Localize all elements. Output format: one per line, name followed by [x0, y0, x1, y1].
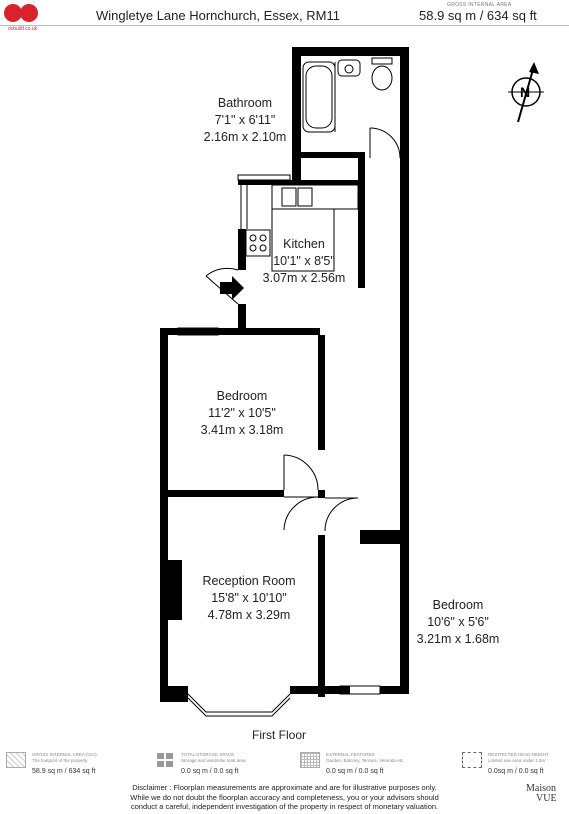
compass-label: N: [520, 84, 530, 100]
legend-title-text: EXTERNAL FEATURES: [326, 752, 375, 757]
header-divider: [0, 25, 569, 26]
walls: [160, 47, 409, 702]
room-name: Bedroom: [432, 598, 484, 612]
room-metric: 2.16m x 2.10m: [203, 130, 287, 144]
disclaimer: Disclaimer : Floorplan measurements are …: [0, 783, 569, 812]
brand-line-1: Maison: [526, 783, 556, 794]
legend-desc: Storage and wardrobe total area: [181, 758, 246, 763]
legend-title-text: GROSS INTERNAL AREA (GIA): [32, 752, 97, 757]
gia-swatch: [6, 752, 26, 768]
room-name: Reception Room: [202, 574, 296, 588]
room-name: Kitchen: [283, 237, 325, 251]
entry-arrow: [220, 276, 244, 300]
brand-logo: Maison VUE: [526, 784, 557, 804]
disclaimer-line: While we do not doubt the floorplan accu…: [130, 792, 439, 802]
room-imperial: 11'2" x 10'5": [208, 406, 276, 420]
room-metric: 3.41m x 3.18m: [200, 423, 284, 437]
compass-icon: N: [508, 62, 544, 123]
floor-label: First Floor: [252, 728, 306, 742]
room-bedroom-2: Bedroom 10'6" x 5'6" 3.21m x 1.68m: [406, 597, 510, 648]
room-imperial: 10'6" x 5'6": [427, 615, 489, 629]
legend-value: 0.0 sq m / 0.0 sq ft: [326, 768, 384, 775]
brand-line-2: VUE: [536, 793, 557, 804]
room-metric: 4.78m x 3.29m: [207, 608, 291, 622]
legend-value: 0.0sq m / 0.0 sq ft: [488, 768, 544, 775]
storage-swatch: [155, 752, 175, 768]
room-imperial: 7'1" x 6'11": [214, 113, 276, 127]
disclaimer-line: conduct a careful, independent investiga…: [130, 802, 439, 811]
legend-title-text: TOTAL STORAGE SPACE: [181, 752, 235, 757]
room-name: Bathroom: [217, 96, 273, 110]
room-reception: Reception Room 15'8" x 10'10" 4.78m x 3.…: [182, 573, 316, 624]
room-bedroom-1: Bedroom 11'2" x 10'5" 3.41m x 3.18m: [172, 388, 312, 439]
legend-title-text: RESTRICTED HEAD HEIGHT: [488, 752, 549, 757]
legend-title: GROSS INTERNAL AREA (GIA)The footprint o…: [32, 752, 122, 764]
fixtures: [177, 47, 401, 717]
legend-gia: GROSS INTERNAL AREA (GIA)The footprint o…: [6, 752, 136, 782]
gia-title: GROSS INTERNAL AREA: [447, 2, 512, 8]
legend-value: 58.9 sq m / 634 sq ft: [32, 768, 96, 775]
disclaimer-line: Disclaimer : Floorplan measurements are …: [132, 783, 437, 792]
property-address: Wingletye Lane Hornchurch, Essex, RM11: [96, 8, 340, 23]
logo-circle-right: [20, 4, 38, 22]
restricted-swatch: [462, 752, 482, 768]
room-name: Bedroom: [216, 389, 268, 403]
logo-text: ocbuild.co.uk: [8, 26, 38, 32]
legend-desc: The footprint of the property: [32, 758, 88, 763]
legend-desc: Garden, Balcony, Terrace, Veranda etc.: [326, 758, 405, 763]
legend-value: 0.0 sq m / 0.0 sq ft: [181, 768, 239, 775]
room-metric: 3.07m x 2.56m: [262, 271, 346, 285]
room-imperial: 10'1" x 8'5": [273, 254, 335, 268]
room-kitchen: Kitchen 10'1" x 8'5" 3.07m x 2.56m: [248, 236, 360, 287]
room-imperial: 15'8" x 10'10": [211, 591, 287, 605]
room-bathroom: Bathroom 7'1" x 6'11" 2.16m x 2.10m: [190, 95, 300, 146]
external-swatch: [300, 752, 320, 768]
logo-circle-left: [4, 4, 22, 22]
legend-desc: Limited use area under 1.5m: [488, 758, 546, 763]
room-metric: 3.21m x 1.68m: [416, 632, 500, 646]
company-logo: ocbuild.co.uk: [4, 4, 44, 34]
gia-value: 58.9 sq m / 634 sq ft: [419, 8, 537, 23]
